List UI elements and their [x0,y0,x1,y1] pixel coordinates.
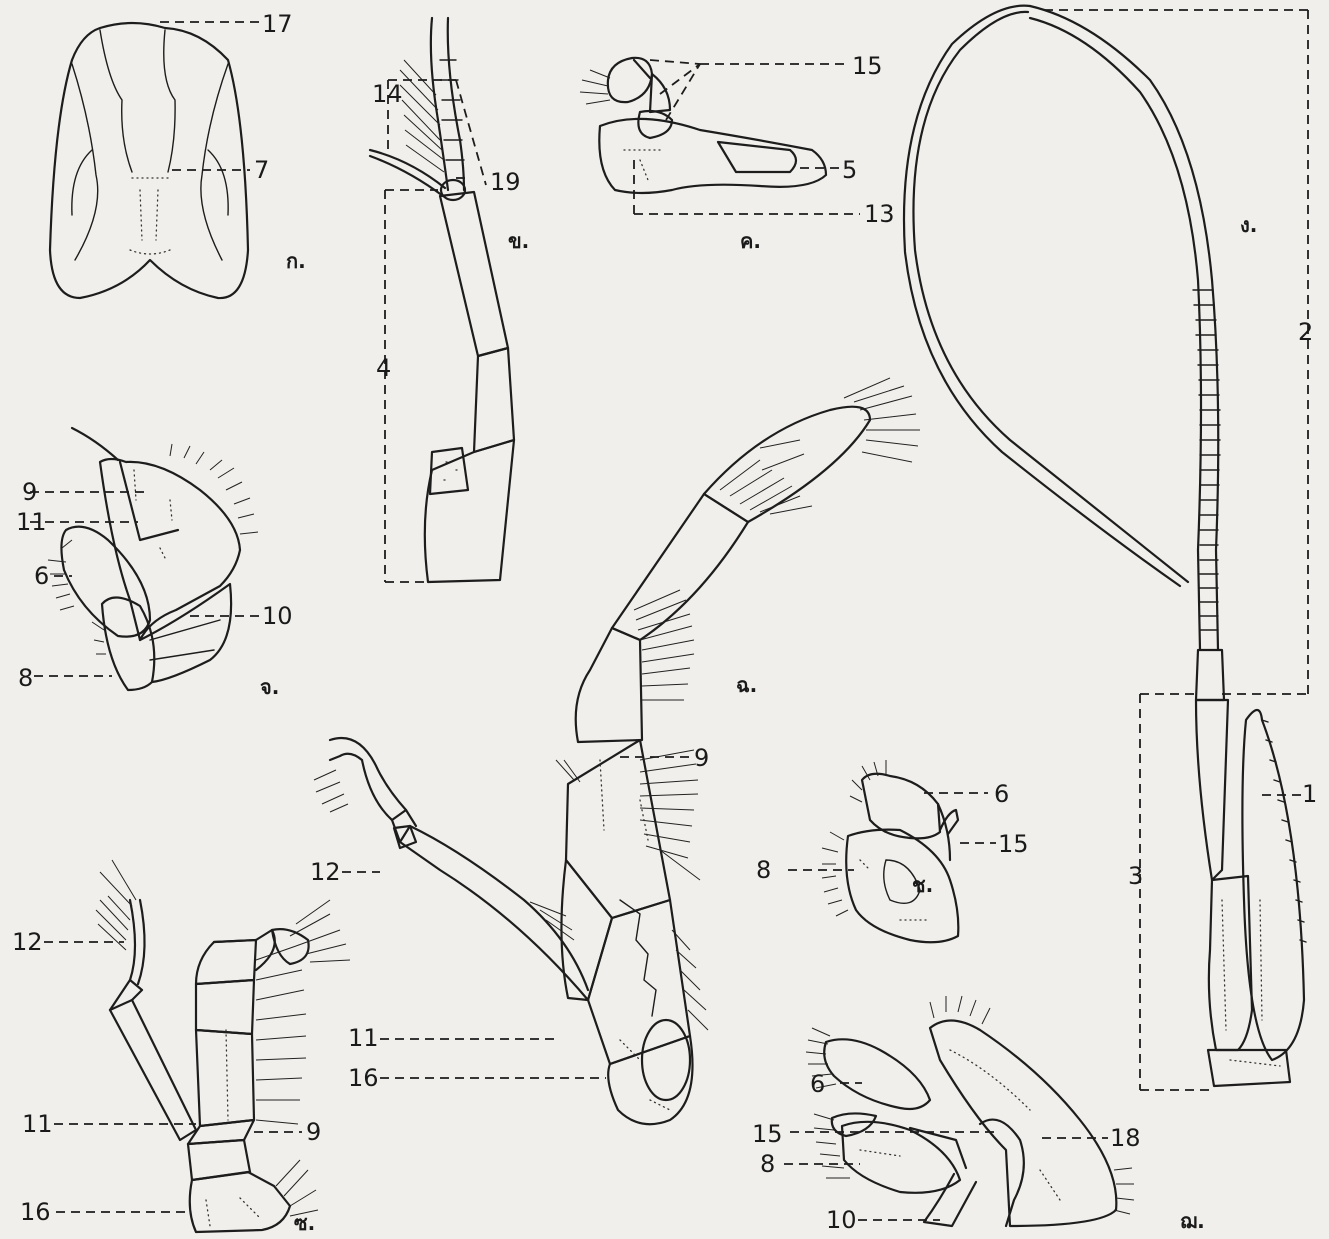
callout-leg-11: 11 [348,1024,379,1052]
walking-leg-1-drawing [314,378,920,1124]
callout-maxilla-11: 11 [16,508,47,536]
callout-head-7: 7 [254,156,269,184]
callout-antennule-19: 19 [490,168,521,196]
callout-antenna-1: 1 [1302,780,1317,808]
callout-head-17: 17 [262,10,293,38]
callout-maxilla-10: 10 [262,602,293,630]
callout-leg-9: 9 [694,744,709,772]
callout-maxilla-9: 9 [22,478,37,506]
figure-label-e: จ. [260,675,279,699]
callout-leg2-16: 16 [20,1198,51,1226]
callout-mandible-5: 5 [842,156,857,184]
walking-leg-2-drawing [96,860,350,1232]
figure-label-h: ซ. [294,1211,315,1235]
callout-antenna-2: 2 [1298,318,1313,346]
callout-maxillula-15: 15 [998,830,1029,858]
callout-antennule-4: 4 [376,354,391,382]
maxilliped-drawing [806,996,1134,1226]
callout-leg2-12: 12 [12,928,43,956]
callout-maxilla-6: 6 [34,562,49,590]
antenna-drawing [904,6,1306,1086]
callout-antenna-3: 3 [1128,862,1143,890]
callout-mandible-13: 13 [864,200,895,228]
mandible-drawing [580,58,826,193]
figure-label-i: ฌ. [1180,1209,1205,1233]
figure-label-b: ข. [508,229,529,253]
callout-antennule-14: 14 [372,80,403,108]
callout-leg2-9: 9 [306,1118,321,1146]
maxilla-drawing [48,428,258,690]
callout-mandible-15: 15 [852,52,883,80]
figure-label-f: ฉ. [736,673,757,697]
maxillula-drawing [822,760,958,942]
callout-maxillula-6: 6 [994,780,1009,808]
callout-maxilla-8: 8 [18,664,33,692]
callout-leg2-11: 11 [22,1110,53,1138]
callout-leg-12: 12 [310,858,341,886]
callout-leg-16: 16 [348,1064,379,1092]
head-capsule-drawing [50,23,248,298]
callout-maxilliped-8: 8 [760,1150,775,1178]
callout-maxilliped-15: 15 [752,1120,783,1148]
figure-label-d: ง. [1240,213,1257,237]
figure-label-g: ช. [912,873,933,897]
figure-label-a: ก. [286,249,306,273]
callout-maxilliped-18: 18 [1110,1124,1141,1152]
callout-maxilliped-10: 10 [826,1206,857,1234]
callout-maxilliped-6: 6 [810,1070,825,1098]
callout-maxillula-8: 8 [756,856,771,884]
figure-label-c: ค. [740,229,761,253]
